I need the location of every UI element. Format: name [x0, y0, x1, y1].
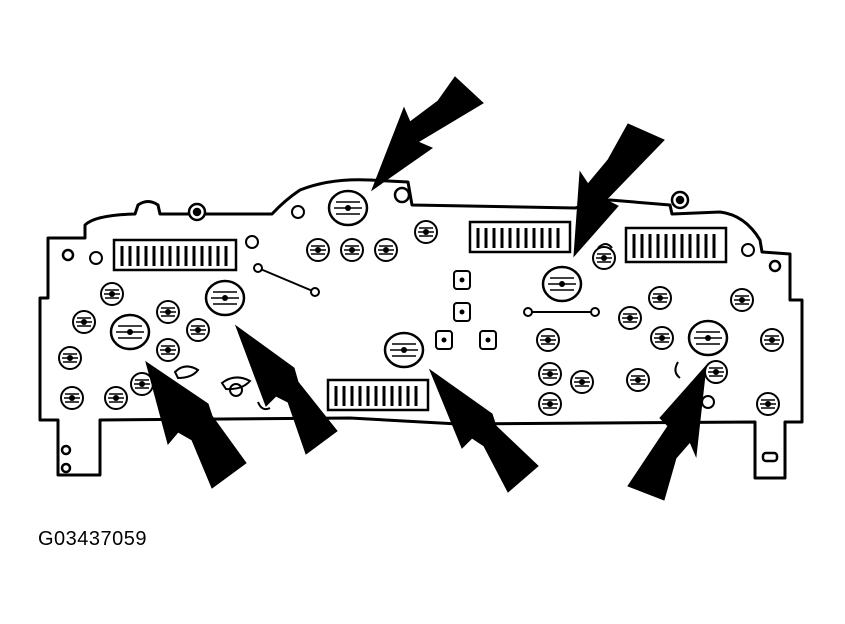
- left-center-bulb-socket: [204, 279, 246, 317]
- connector-bottom: [326, 378, 430, 412]
- board-details: [173, 243, 681, 411]
- callout-arrows: [145, 76, 707, 501]
- callout-arrow-2: [573, 123, 665, 258]
- callout-arrow-4: [234, 324, 338, 455]
- callout-arrow-5: [428, 368, 539, 493]
- connector-center-top: [468, 220, 572, 254]
- upper-center-bulb-socket: [327, 189, 369, 227]
- callout-arrow-3: [145, 360, 247, 489]
- circuit-traces: [253, 263, 600, 317]
- right-center-bulb-socket: [541, 265, 583, 303]
- figure-id: G03437059: [38, 528, 148, 550]
- mounting-tabs: [60, 186, 782, 474]
- right-lower-bulb-socket: [687, 319, 729, 357]
- connector-right: [624, 226, 728, 264]
- callout-arrow-6: [627, 364, 707, 501]
- left-lower-bulb-socket: [109, 313, 151, 351]
- connector-left: [112, 238, 238, 272]
- callout-arrow-1: [370, 76, 484, 192]
- center-lower-bulb-socket: [383, 331, 425, 369]
